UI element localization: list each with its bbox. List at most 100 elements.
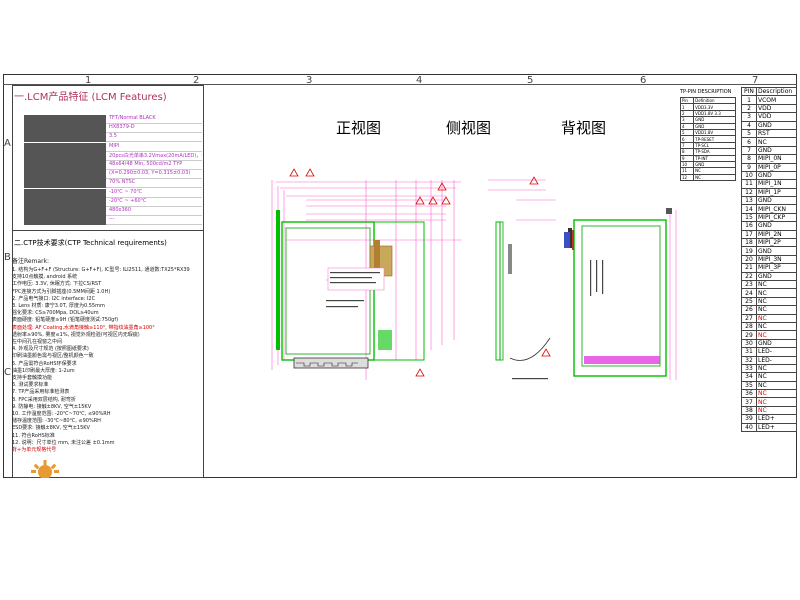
ctp-requirement-line: FPC连接方式为引脚插座(0.5MM间距 1.0H): [12, 288, 111, 295]
ctp-requirements-title: 二.CTP技术要求(CTP Technical requirements): [14, 239, 167, 247]
lcd-pin-description: NC: [756, 389, 797, 399]
lcd-pin-number: 18: [741, 238, 757, 248]
lcd-pin-number: 15: [741, 212, 757, 223]
left-panel-divider: [12, 230, 204, 231]
lcm-feature-row: -20℃ ~ +60℃: [24, 197, 202, 207]
lcd-pin-description: VDD: [756, 103, 797, 114]
lcd-pin-number: 2: [741, 103, 757, 114]
lcm-feature-row: 480x360: [24, 207, 202, 216]
lcd-pin-description: NC: [756, 397, 797, 407]
ctp-requirement-line: 4. 外观及尺寸规范 (按照图纸要求): [12, 346, 89, 353]
grid-row-label: C: [4, 367, 11, 378]
tp-pin-header-cell: Definition: [693, 96, 736, 105]
lcd-pin-number: 27: [741, 313, 757, 323]
drawing-frame: [3, 74, 797, 478]
tp-pin-cell: 3: [679, 116, 695, 124]
lcm-features-title: 一.LCM产品特征 (LCM Features): [14, 92, 167, 103]
lcd-pin-header-cell: PIN: [741, 86, 757, 97]
ctp-requirement-line: 左中间孔在视窗之中间: [12, 339, 63, 345]
lcd-pin-description: NC: [756, 305, 797, 315]
lcm-feature-value: MIPI: [106, 143, 202, 152]
lcm-feature-row: HX8379-D: [24, 124, 202, 134]
lcd-pin-description: NC: [756, 380, 797, 391]
grid-column-label: 4: [416, 75, 423, 86]
ctp-requirement-line: 印刷油墨颜色需与视区/整机颜色一致: [12, 353, 94, 360]
grid-column-label: 5: [527, 75, 534, 86]
lcm-feature-value: HX8379-D: [106, 124, 202, 134]
lcd-pin-header-cell: Description: [756, 86, 797, 97]
lcd-pin-number: 8: [741, 154, 757, 164]
lcm-feature-key: [24, 179, 106, 189]
ctp-requirement-line: 6. 测试要求标准: [12, 382, 49, 389]
lcm-feature-row: 3.5: [24, 133, 202, 143]
lcd-pin-description: NC: [756, 313, 797, 323]
tp-pin-header-cell: Pin: [679, 96, 695, 105]
lcd-pin-number: 4: [741, 120, 757, 130]
tp-pin-cell: 12: [679, 173, 695, 182]
side-view-drawing: [488, 176, 556, 380]
lcd-pin-number: 26: [741, 305, 757, 315]
lcd-pin-description: GND: [756, 246, 797, 256]
tp-pin-cell: VDD3.3V: [693, 103, 736, 111]
lcm-feature-row: TFT/Normal BLACK: [24, 115, 202, 124]
back-view-drawing: [564, 208, 677, 380]
lcd-pin-number: 20: [741, 254, 757, 265]
lcd-pin-number: 35: [741, 380, 757, 391]
tp-pin-cell: NC: [693, 173, 736, 182]
lcd-pin-number: 29: [741, 330, 757, 340]
lcd-pin-description: NC: [756, 330, 797, 340]
ctp-requirement-line: ESD要求: 接触±8KV, 空气±15KV: [12, 425, 90, 432]
lcd-pin-description: MIPI_1N: [756, 179, 797, 189]
left-panel-border: [12, 85, 204, 478]
lcd-pin-number: 30: [741, 338, 757, 349]
ctp-requirement-line: 2. 产品电气接口: I2C interface: I2C: [12, 295, 96, 302]
lcd-pin-number: 33: [741, 363, 757, 374]
grid-column-label: 1: [85, 75, 92, 86]
lcd-pin-number: 7: [741, 145, 757, 156]
lcd-pin-number: 16: [741, 221, 757, 231]
front-view-drawing: [271, 168, 462, 380]
lcm-feature-value: -10℃ ~ 70℃: [106, 189, 202, 198]
lcd-pin-number: 28: [741, 321, 757, 332]
lcd-pin-description: MIPI_2P: [756, 238, 797, 248]
lcm-feature-value: ---: [106, 216, 202, 226]
lcm-feature-row: 20pcs白光单串3.2Vmax(20mA/LED)，电压：29V~32V: [24, 151, 202, 161]
lcm-feature-key: [24, 216, 106, 226]
lcd-pin-number: 6: [741, 137, 757, 147]
lcd-pin-description: MIPI_0N: [756, 154, 797, 164]
lcd-pin-number: 14: [741, 204, 757, 214]
back-view-label: 背视图: [561, 119, 607, 137]
lcm-feature-key: [24, 207, 106, 216]
ctp-requirement-line: 工作电压: 3.3V, 休眠方式: 下拉CS/RST: [12, 281, 102, 288]
lcd-pin-description: NC: [756, 372, 797, 382]
ctp-requirement-line: 5. 产品需符合RoHS环保要求: [12, 360, 77, 367]
lcd-pin-number: 10: [741, 170, 757, 181]
lcm-feature-value: -20℃ ~ +60℃: [106, 198, 202, 207]
lcd-pin-number: 23: [741, 279, 757, 290]
lcd-pin-number: 37: [741, 397, 757, 407]
lcd-pin-number: 39: [741, 414, 757, 424]
lcm-feature-row: 70% NTSC: [24, 179, 202, 189]
lcm-feature-value: 20pcs白光单串3.2Vmax(20mA/LED)，电压：29V~32V: [106, 152, 202, 161]
grid-row-label: B: [4, 252, 11, 263]
